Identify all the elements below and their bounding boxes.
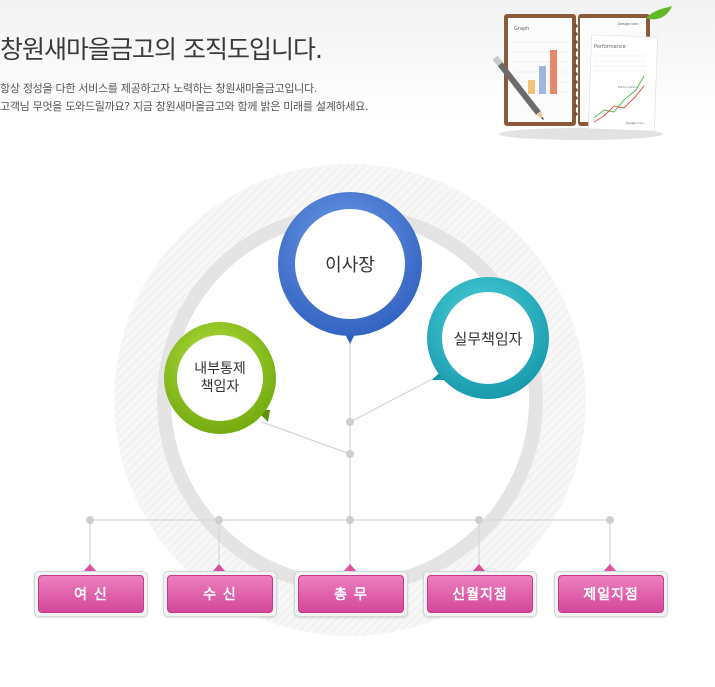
page-description: 항상 정성을 다한 서비스를 제공하고자 노력하는 창원새마을금고입니다. 고객… <box>0 80 368 116</box>
connector-dots <box>86 418 614 524</box>
branch-label: 수 신 <box>167 575 273 613</box>
right-page-title: Performance <box>594 44 626 50</box>
right-node-label: 실무책임자 <box>453 329 523 348</box>
left-node-label: 내부통제 책임자 <box>178 358 262 398</box>
branch-button-chongmu[interactable]: 총 무 <box>294 571 408 617</box>
left-page-title: Graph <box>514 26 529 32</box>
description-line-1: 항상 정성을 다한 서비스를 제공하고자 노력하는 창원새마을금고입니다. <box>0 82 317 95</box>
branch-label: 제일지점 <box>558 575 664 613</box>
branch-button-sinwol[interactable]: 신월지점 <box>423 571 537 617</box>
left-node-bubble <box>164 322 276 434</box>
branch-label: 신월지점 <box>427 575 533 613</box>
branch-button-susin[interactable]: 수 신 <box>163 571 277 617</box>
right-node-bubble <box>427 277 549 399</box>
page-title: 창원새마을금고의 조직도입니다. <box>0 35 323 64</box>
branch-button-yeosin[interactable]: 여 신 <box>34 571 148 617</box>
left-node-label-line1: 내부통제 <box>194 361 246 377</box>
right-page-footer: Design icon <box>626 121 644 125</box>
branch-button-jeil[interactable]: 제일지점 <box>554 571 668 617</box>
org-chart-canvas <box>84 164 616 636</box>
branch-label: 여 신 <box>38 575 144 613</box>
right-page-tag: Performance <box>618 85 637 89</box>
org-chart: 이사장 실무책임자 내부통제 책임자 여 신 수 신 총 무 신월지점 제일지점 <box>0 140 715 687</box>
branch-pointers <box>84 564 616 571</box>
top-node-label: 이사장 <box>325 255 375 276</box>
top-node-bubble <box>278 192 422 344</box>
right-page-header: Design icon <box>618 22 638 26</box>
branch-label: 총 무 <box>298 575 404 613</box>
description-line-2: 고객님 무엇을 도와드릴까요? 지금 창원새마을금고와 함께 밝은 미래를 설계… <box>0 100 369 113</box>
notebook-illustration: Graph Design icon Performance <box>486 6 676 146</box>
left-node-label-line2: 책임자 <box>200 379 240 395</box>
